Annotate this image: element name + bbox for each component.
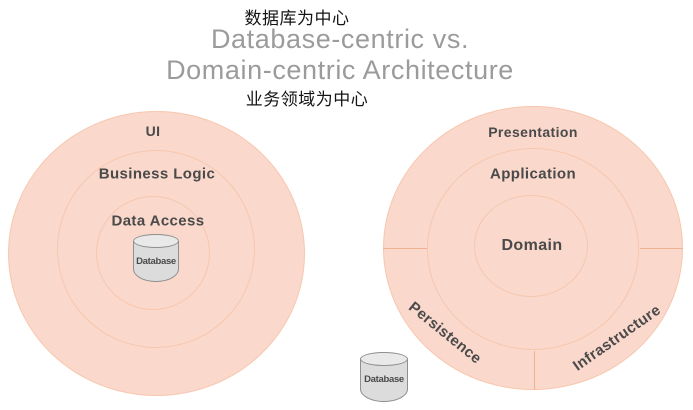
domain-centric-chinese-label: 业务领域为中心 [245,90,369,109]
sector-divider-left [383,248,427,249]
external-database-cylinder-body [360,359,408,402]
data-access-layer-label: Data Access [111,212,205,230]
external-database-cylinder-icon: Database [360,352,408,402]
application-ring [427,148,639,350]
presentation-layer-label: Presentation [488,124,578,140]
business-logic-ring [57,150,255,348]
domain-ring [474,195,588,297]
external-database-cylinder-top [360,352,408,366]
page-title: Database-centric vs. Domain-centric Arch… [166,24,514,86]
sector-divider-bottom [534,351,535,390]
sector-divider-right [640,248,683,249]
database-cylinder-top [133,234,179,248]
application-layer-label: Application [489,165,577,183]
ui-layer-label: UI [145,123,161,139]
database-centric-diagram: UI Business Logic Data Access Database [8,111,305,396]
business-logic-layer-label: Business Logic [98,165,216,183]
database-cylinder-icon: Database [133,234,179,282]
domain-layer-label: Domain [501,237,563,254]
database-centric-chinese-label: 数据库为中心 [244,9,350,28]
domain-centric-diagram: Presentation Application Domain Persiste… [383,106,683,390]
database-cylinder-label: Database [136,256,176,267]
data-access-ring [96,196,210,310]
page-title-line2: Domain-centric Architecture [166,55,514,85]
page-title-line1: Database-centric vs. [210,24,470,54]
external-database-cylinder-label: Database [364,374,404,385]
